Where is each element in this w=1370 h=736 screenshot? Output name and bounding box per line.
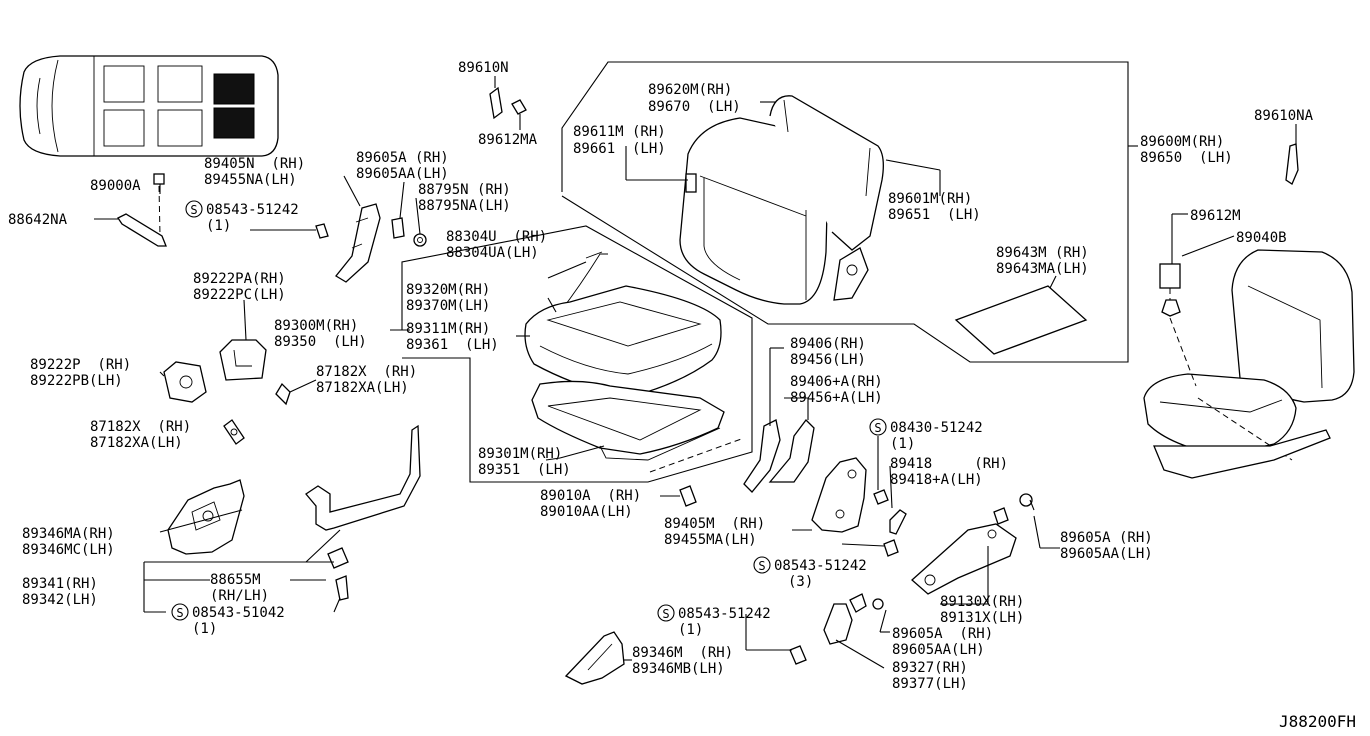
callout-89311M-rh: 89311M(RH) bbox=[406, 321, 490, 337]
callout-89320M-rh: 89320M(RH) bbox=[406, 282, 490, 298]
callout-89010A-rh: 89010A (RH) bbox=[540, 488, 641, 504]
screw-symbol-b: S bbox=[874, 421, 881, 435]
seat-rail-parts bbox=[167, 424, 697, 685]
callout-89620M-rh: 89620M(RH) bbox=[648, 82, 732, 98]
callout-89605AA-lh-low: 89605AA(LH) bbox=[892, 642, 985, 658]
callout-qty-b: (1) bbox=[890, 436, 915, 452]
callout-08430-51242: 08430-51242 bbox=[890, 420, 983, 436]
callout-89405N-rh: 89405N (RH) bbox=[204, 156, 305, 172]
callout-89670-lh: 89670 (LH) bbox=[648, 99, 741, 115]
callout-89418-rh: 89418 (RH) bbox=[890, 456, 1008, 472]
callout-qty-c: (3) bbox=[788, 574, 813, 590]
leader-lines bbox=[143, 76, 1297, 669]
callout-88795N-rh: 88795N (RH) bbox=[418, 182, 511, 198]
callout-89600M-rh: 89600M(RH) bbox=[1140, 134, 1224, 150]
callout-89455NA-lh: 89455NA(LH) bbox=[204, 172, 297, 188]
callout-89370M-lh: 89370M(LH) bbox=[406, 298, 490, 314]
cushion-trim-hardware bbox=[94, 173, 427, 445]
callout-89351-lh: 89351 (LH) bbox=[478, 462, 571, 478]
callout-87182X-rh-b: 87182X (RH) bbox=[90, 419, 191, 435]
callout-89605AA-lh-top: 89605AA(LH) bbox=[356, 166, 449, 182]
callout-89612M: 89612M bbox=[1190, 208, 1241, 224]
callout-89131X-lh: 89131X(LH) bbox=[940, 610, 1024, 626]
callout-89610N: 89610N bbox=[458, 60, 509, 76]
callout-08543-51242-b: 08543-51242 bbox=[774, 558, 867, 574]
callout-88655M: 88655M bbox=[210, 572, 261, 588]
screw-symbol-e: S bbox=[662, 607, 669, 621]
recliner-parts bbox=[743, 419, 1033, 665]
callout-89605A-rh-low: 89605A (RH) bbox=[892, 626, 993, 642]
callout-89406-rh: 89406(RH) bbox=[790, 336, 866, 352]
callout-89341-rh: 89341(RH) bbox=[22, 576, 98, 592]
callout-89605A-rh-top: 89605A (RH) bbox=[356, 150, 449, 166]
callout-89610NA: 89610NA bbox=[1254, 108, 1314, 124]
callout-89222PB-lh: 89222PB(LH) bbox=[30, 373, 123, 389]
callout-89612MA: 89612MA bbox=[478, 132, 538, 148]
callout-89605AA-lh-mid: 89605AA(LH) bbox=[1060, 546, 1153, 562]
headrest-parts bbox=[489, 86, 1299, 185]
seat-overview-image bbox=[1143, 249, 1355, 479]
callout-89222PC-lh: 89222PC(LH) bbox=[193, 287, 286, 303]
callout-89350-lh: 89350 (LH) bbox=[274, 334, 367, 350]
callout-89456A-lh: 89456+A(LH) bbox=[790, 390, 883, 406]
callout-89010AA-lh: 89010AA(LH) bbox=[540, 504, 633, 520]
screw-symbol-c: S bbox=[758, 559, 765, 573]
callout-89222P-rh: 89222P (RH) bbox=[30, 357, 131, 373]
callout-89643M-rh: 89643M (RH) bbox=[996, 245, 1089, 261]
callout-qty-a: (1) bbox=[206, 218, 231, 234]
callout-89301M-rh: 89301M(RH) bbox=[478, 446, 562, 462]
callout-89405M-rh: 89405M (RH) bbox=[664, 516, 765, 532]
callout-89456-lh: 89456(LH) bbox=[790, 352, 866, 368]
callout-88304UA-lh: 88304UA(LH) bbox=[446, 245, 539, 261]
callout-89222PA-rh: 89222PA(RH) bbox=[193, 271, 286, 287]
seat-back-assembly bbox=[561, 61, 1129, 363]
callout-89300M-rh: 89300M(RH) bbox=[274, 318, 358, 334]
callout-89346M-rh: 89346M (RH) bbox=[632, 645, 733, 661]
callout-89406A-rh: 89406+A(RH) bbox=[790, 374, 883, 390]
callout-87182XA-lh-b: 87182XA(LH) bbox=[90, 435, 183, 451]
callout-89346MB-lh: 89346MB(LH) bbox=[632, 661, 725, 677]
callout-89651-lh: 89651 (LH) bbox=[888, 207, 981, 223]
callout-89040B: 89040B bbox=[1236, 230, 1287, 246]
callout-88795NA-lh: 88795NA(LH) bbox=[418, 198, 511, 214]
callout-89661-lh: 89661 (LH) bbox=[573, 141, 666, 157]
vehicle-top-view bbox=[19, 55, 279, 157]
callout-08543-51242-c: 08543-51242 bbox=[678, 606, 771, 622]
callout-89377-lh: 89377(LH) bbox=[892, 676, 968, 692]
part-callouts: 89610N 89612MA 89620M(RH) 89670 (LH) 896… bbox=[8, 60, 1314, 692]
callout-89650-lh: 89650 (LH) bbox=[1140, 150, 1233, 166]
callout-89601M-rh: 89601M(RH) bbox=[888, 191, 972, 207]
callout-89418A-lh: 89418+A(LH) bbox=[890, 472, 983, 488]
callout-87182X-rh-a: 87182X (RH) bbox=[316, 364, 417, 380]
callout-89611M-rh: 89611M (RH) bbox=[573, 124, 666, 140]
callout-88304U-rh: 88304U (RH) bbox=[446, 229, 547, 245]
screw-symbol-d: S bbox=[176, 606, 183, 620]
screw-symbols: S S S S S bbox=[171, 200, 887, 622]
callout-08543-51042: 08543-51042 bbox=[192, 605, 285, 621]
callout-89643MA-lh: 89643MA(LH) bbox=[996, 261, 1089, 277]
callout-89342-lh: 89342(LH) bbox=[22, 592, 98, 608]
diagram-code: J88200FH bbox=[1279, 712, 1356, 731]
callout-89346MC-lh: 89346MC(LH) bbox=[22, 542, 115, 558]
callout-qty-d: (1) bbox=[192, 621, 217, 637]
seat-cushion-assembly bbox=[401, 225, 753, 483]
callout-89346MA-rh: 89346MA(RH) bbox=[22, 526, 115, 542]
screw-symbol-a: S bbox=[190, 203, 197, 217]
callout-89130X-rh: 89130X(RH) bbox=[940, 594, 1024, 610]
callout-89000A: 89000A bbox=[90, 178, 141, 194]
callout-08543-51242-a: 08543-51242 bbox=[206, 202, 299, 218]
callout-qty-e: (1) bbox=[678, 622, 703, 638]
callout-89605A-rh-mid: 89605A (RH) bbox=[1060, 530, 1153, 546]
callout-89361-lh: 89361 (LH) bbox=[406, 337, 499, 353]
callout-87182XA-lh-a: 87182XA(LH) bbox=[316, 380, 409, 396]
callout-88642NA: 88642NA bbox=[8, 212, 68, 228]
callout-89327-rh: 89327(RH) bbox=[892, 660, 968, 676]
callout-88655M-rhlh: (RH/LH) bbox=[210, 588, 269, 604]
callout-89455MA-lh: 89455MA(LH) bbox=[664, 532, 757, 548]
